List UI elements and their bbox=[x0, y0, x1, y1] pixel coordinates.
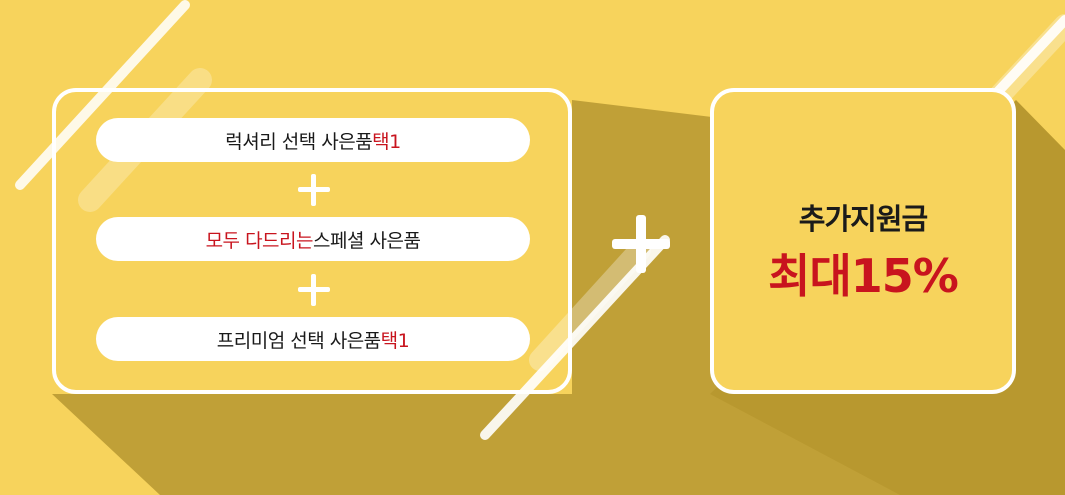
plus-icon bbox=[298, 174, 330, 206]
gloss-streak bbox=[480, 235, 670, 440]
gift-option-text: 럭셔리 선택 사은품 bbox=[225, 130, 373, 153]
bonus-frame bbox=[710, 88, 1016, 394]
gift-option-text: 스페셜 사은품 bbox=[313, 229, 421, 252]
gloss-streak bbox=[989, 14, 1065, 106]
gift-option-highlight: 택1 bbox=[372, 130, 401, 153]
gift-option-highlight: 택1 bbox=[380, 329, 410, 352]
gift-options-frame bbox=[52, 88, 572, 394]
gift-option-text: 프리미엄 선택 사은품 bbox=[216, 329, 381, 352]
gift-option-premium: 프리미엄 선택 사은품 택1 bbox=[96, 317, 530, 361]
bonus-value: 최대15% bbox=[768, 249, 959, 303]
bonus-label: 추가지원금 bbox=[798, 202, 928, 236]
gloss-streak bbox=[15, 0, 190, 190]
plus-icon bbox=[612, 215, 670, 273]
gift-option-luxury: 럭셔리 선택 사은품 택1 bbox=[96, 118, 530, 162]
gift-option-special: 모두 다드리는 스페셜 사은품 bbox=[96, 217, 530, 261]
plus-icon bbox=[298, 274, 330, 306]
gloss-streak bbox=[529, 239, 651, 371]
gift-option-highlight: 모두 다드리는 bbox=[205, 229, 314, 252]
